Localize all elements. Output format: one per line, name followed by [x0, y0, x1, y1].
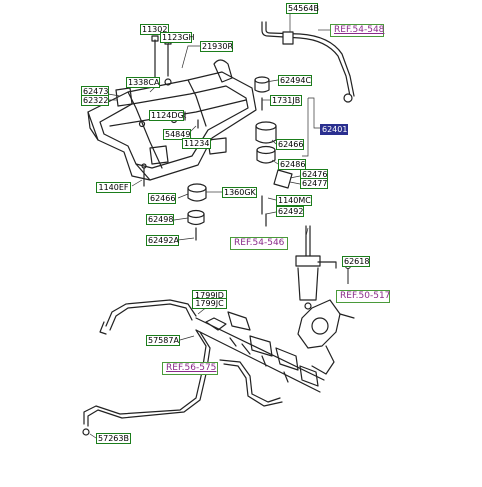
- reference-link-54-548[interactable]: REF.54-548: [330, 24, 384, 37]
- reference-link-56-575[interactable]: REF.56-575: [162, 362, 218, 375]
- part-label-62492[interactable]: 62492: [276, 206, 304, 217]
- part-label-62466-upper[interactable]: 62466: [276, 139, 304, 150]
- part-label-62494c[interactable]: 62494C: [278, 75, 312, 86]
- part-label-11234[interactable]: 11234: [182, 138, 211, 149]
- part-label-1338ca[interactable]: 1338CA: [126, 77, 160, 88]
- part-label-1360gk[interactable]: 1360GK: [222, 187, 257, 198]
- rear-mount-stack: [187, 183, 207, 241]
- part-label-57263b[interactable]: 57263B: [96, 433, 131, 444]
- stabilizer-bar: [261, 21, 355, 103]
- steering-knuckle: [297, 299, 355, 375]
- part-label-1731jb[interactable]: 1731JB: [270, 95, 302, 106]
- reference-link-50-517[interactable]: REF.50-517: [336, 290, 390, 303]
- part-label-62492a[interactable]: 62492A: [146, 235, 179, 246]
- part-label-21930r[interactable]: 21930R: [200, 41, 234, 52]
- part-label-62401[interactable]: 62401: [320, 124, 348, 135]
- reference-link-54-546[interactable]: REF.54-546: [230, 237, 288, 250]
- part-label-62618[interactable]: 62618: [342, 256, 370, 267]
- part-label-1140mc[interactable]: 1140MC: [276, 195, 312, 206]
- steering-gear-box: [195, 311, 325, 393]
- part-label-1140ef[interactable]: 1140EF: [96, 182, 131, 193]
- part-label-54564b[interactable]: 54564B: [286, 3, 319, 14]
- part-label-54849[interactable]: 54849: [163, 129, 191, 140]
- part-label-62322[interactable]: 62322: [81, 95, 109, 106]
- part-label-1124dg[interactable]: 1124DG: [149, 110, 184, 121]
- power-steering-hoses: [82, 299, 283, 436]
- part-label-62486[interactable]: 62486: [278, 159, 306, 170]
- part-label-62498[interactable]: 62498: [146, 214, 174, 225]
- part-label-1799jc[interactable]: 1799JC: [192, 298, 227, 309]
- part-label-11302[interactable]: 11302: [140, 24, 169, 35]
- part-label-57587a[interactable]: 57587A: [146, 335, 180, 346]
- strut-assembly: [295, 225, 337, 310]
- part-label-62477[interactable]: 62477: [300, 178, 328, 189]
- part-label-62466-lower[interactable]: 62466: [148, 193, 176, 204]
- front-crossmember: [87, 59, 257, 181]
- part-label-1123gh[interactable]: 1123GH: [160, 32, 195, 43]
